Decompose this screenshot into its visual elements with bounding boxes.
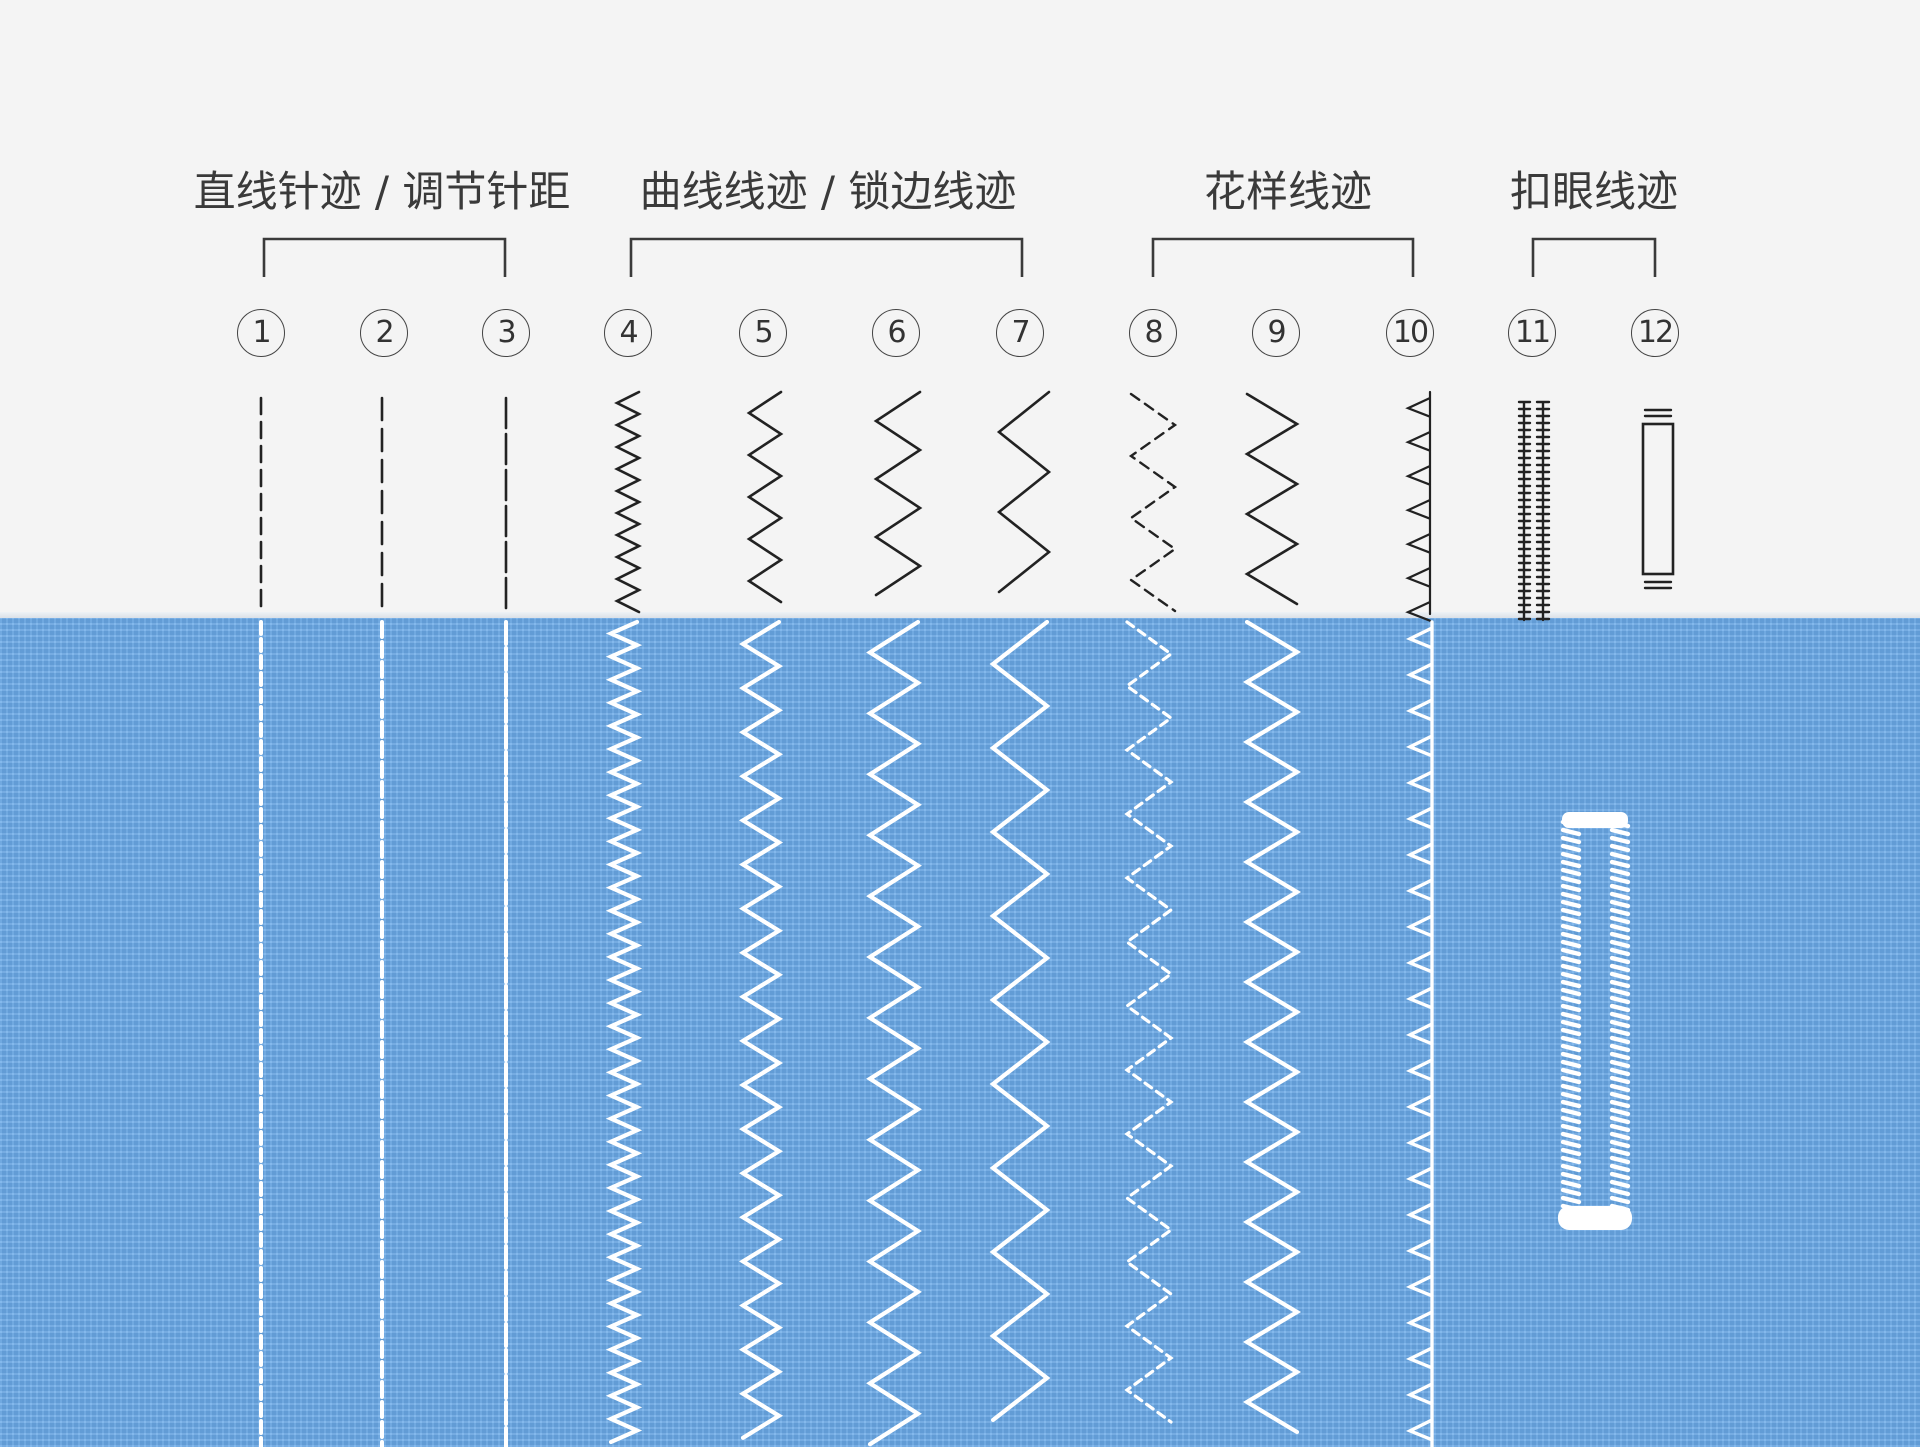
buttonhole-on-fabric-top-tack	[1562, 812, 1628, 828]
stitch-7-on-fabric	[989, 619, 1051, 1423]
stitch-11-diagram	[1517, 400, 1551, 622]
stitch-number-1: 1	[237, 309, 285, 357]
stitch-8-diagram	[1128, 392, 1178, 613]
bracket-zigzag	[629, 237, 1024, 277]
stitch-number-3: 3	[482, 309, 530, 357]
stitch-7-diagram	[996, 390, 1052, 594]
group-title-decorative: 花样线迹	[1203, 167, 1373, 216]
stitch-9-diagram	[1244, 392, 1300, 606]
buttonhole-on-fabric-bottom-tack	[1558, 1206, 1632, 1230]
stitch-number-5: 5	[739, 309, 787, 357]
group-title-zigzag: 曲线线迹 / 锁边线迹	[639, 167, 1017, 216]
stitch-number-2: 2	[360, 309, 408, 357]
stitch-12-diagram-bartacks	[1643, 408, 1673, 590]
stitch-6-diagram	[873, 390, 923, 597]
stitch-10-on-fabric	[1405, 620, 1434, 1447]
bracket-straight	[262, 237, 507, 277]
stitch-10-diagram	[1405, 390, 1432, 622]
stitch-9-on-fabric	[1242, 619, 1302, 1435]
stitch-number-10: 10	[1386, 309, 1434, 357]
stitch-5-diagram	[746, 390, 784, 604]
stitch-number-11: 11	[1508, 309, 1556, 357]
stitch-12-diagram-body	[1641, 422, 1675, 576]
fabric-edge	[0, 612, 1920, 620]
stitch-number-6: 6	[872, 309, 920, 357]
stitch-number-12: 12	[1631, 309, 1679, 357]
stitch-4-diagram	[614, 390, 642, 614]
blue-fabric-swatch	[0, 618, 1920, 1447]
stitch-number-4: 4	[604, 309, 652, 357]
stitch-5-on-fabric	[738, 619, 784, 1440]
top-panel	[0, 0, 1920, 613]
stitch-number-9: 9	[1252, 309, 1300, 357]
buttonhole-on-fabric-sides	[1560, 819, 1631, 1213]
stitch-number-7: 7	[996, 309, 1044, 357]
stitch-4-on-fabric	[605, 619, 643, 1445]
group-title-straight: 直线针迹 / 调节针距	[193, 167, 571, 216]
stitch-6-on-fabric	[866, 619, 922, 1447]
bracket-buttonhole	[1531, 237, 1657, 277]
group-title-buttonhole: 扣眼线迹	[1509, 167, 1679, 216]
stitch-8-on-fabric	[1124, 620, 1174, 1424]
stitch-number-8: 8	[1129, 309, 1177, 357]
bracket-decorative	[1151, 237, 1415, 277]
